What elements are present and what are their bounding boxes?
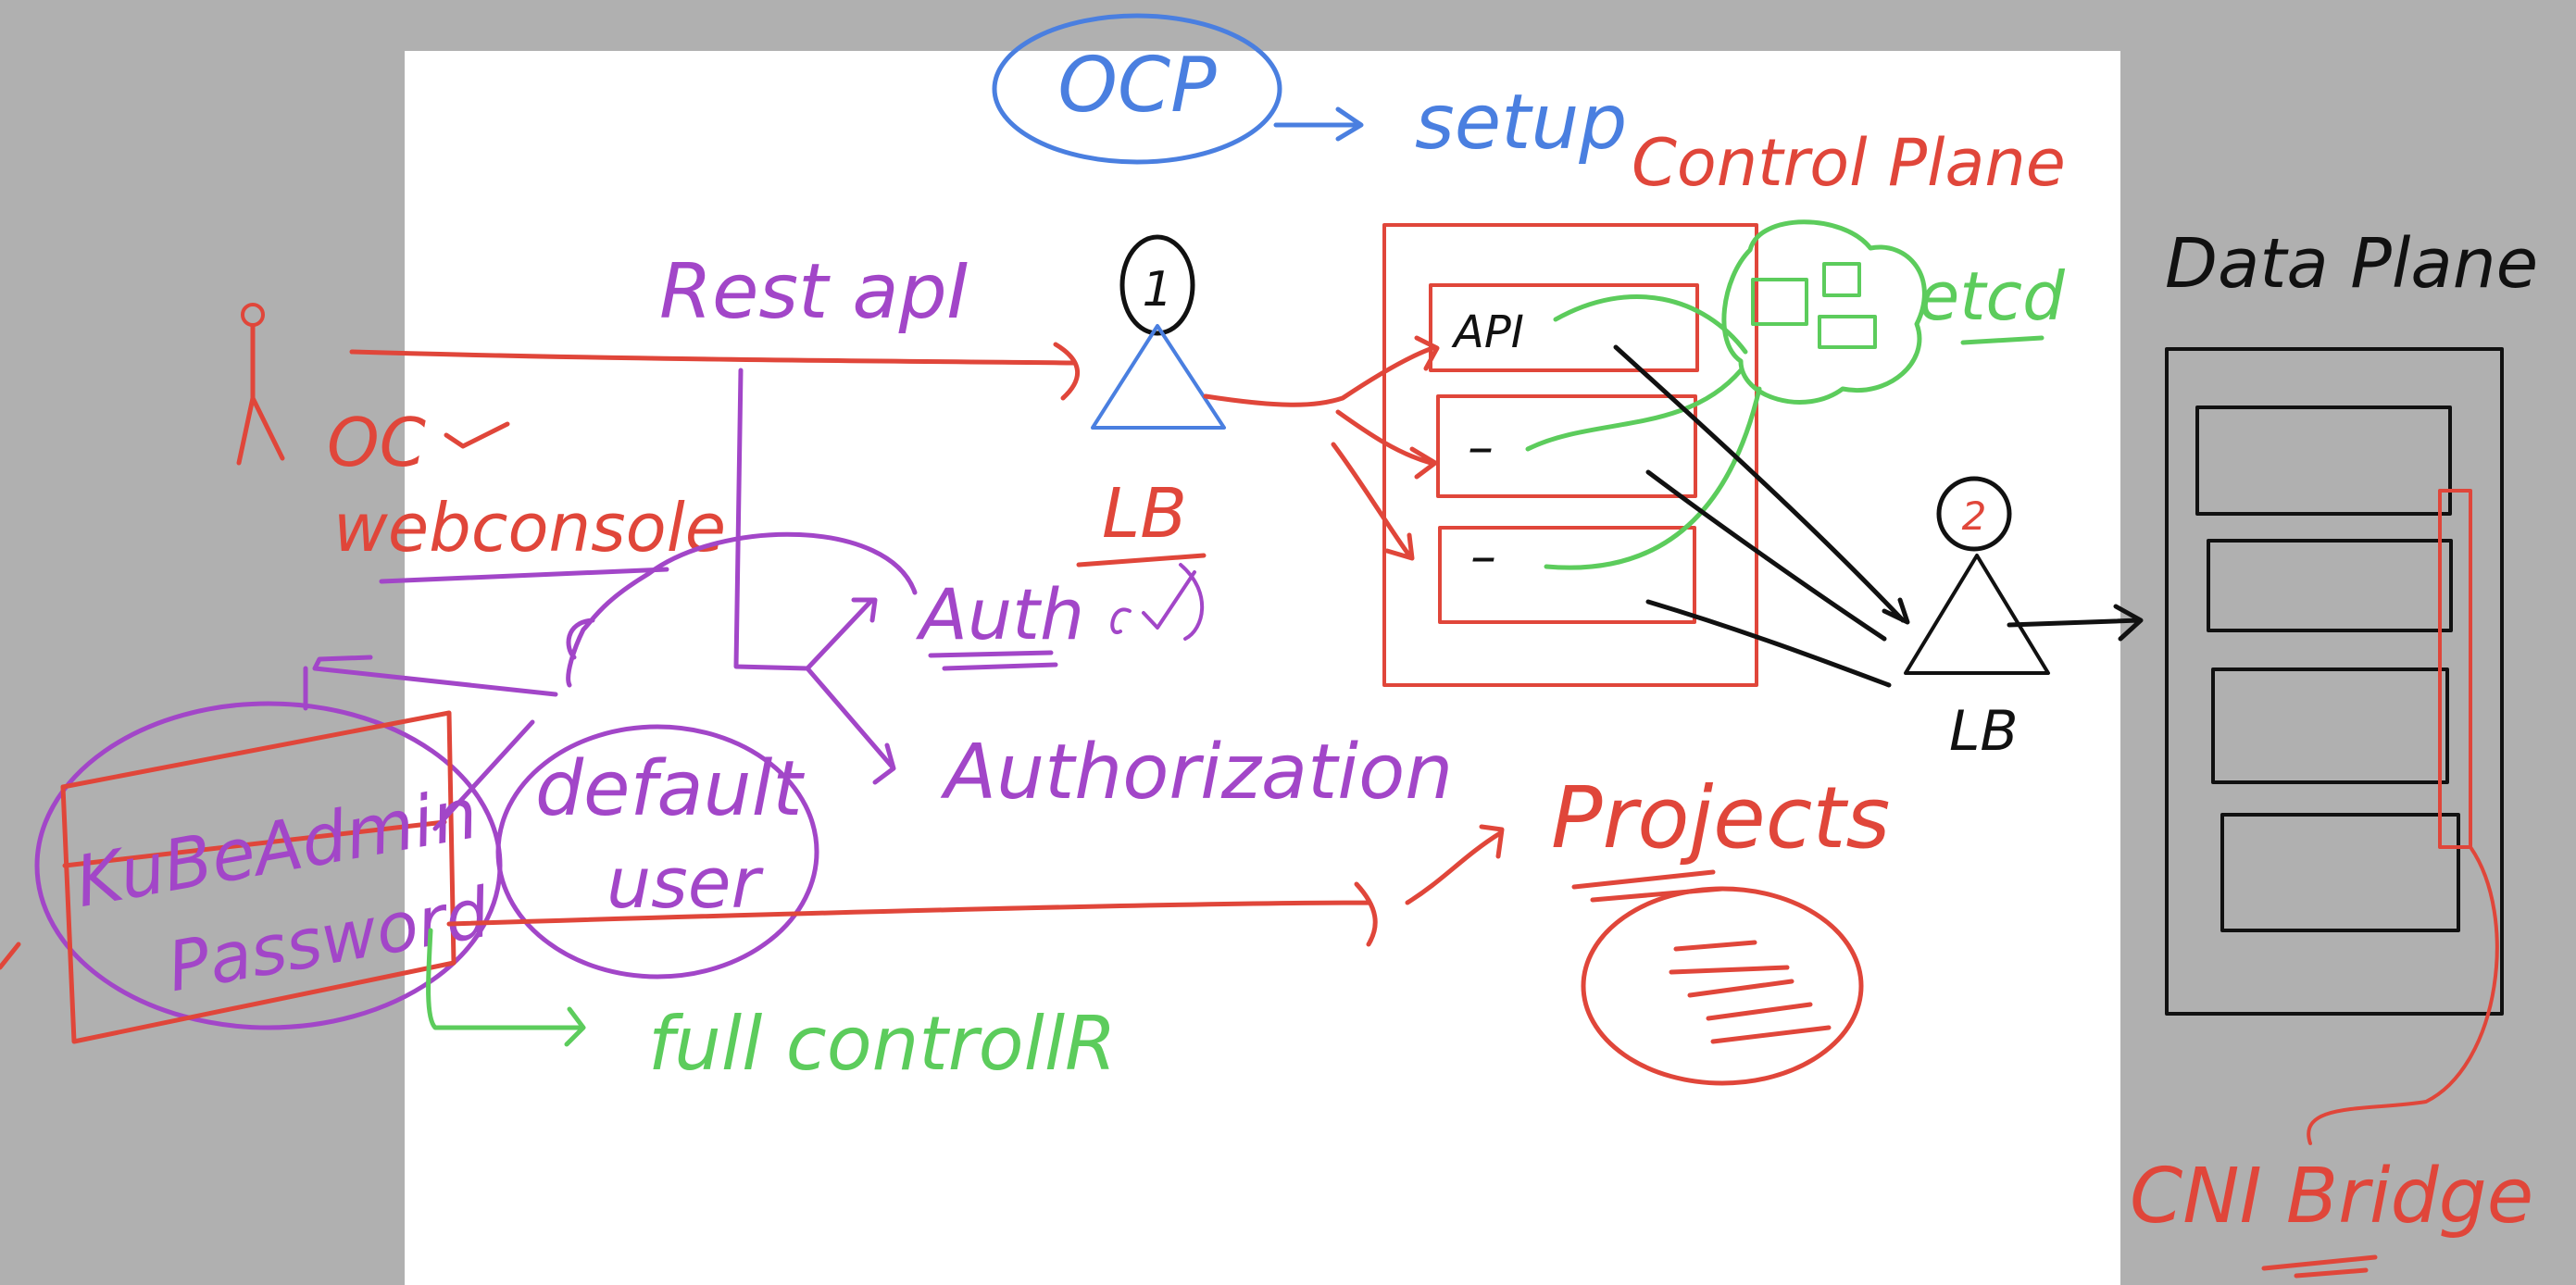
master-3-dash: – xyxy=(1470,527,1496,587)
webconsole-underline xyxy=(379,567,669,584)
setup-label: setup xyxy=(1415,79,1627,167)
masters-to-lb2-arrows xyxy=(1613,344,1910,688)
etcd-underline xyxy=(1960,335,2045,345)
projects-group: Projects xyxy=(1551,768,1890,1086)
kubeadmin-divider xyxy=(62,819,447,868)
lb1-number-circle xyxy=(1119,234,1195,336)
master-2-box xyxy=(1436,394,1697,498)
lb2-number: 2 xyxy=(1962,493,1987,539)
etcd-box-1 xyxy=(1751,278,1808,326)
authorization-label: Authorization xyxy=(940,729,1453,817)
kubeadmin-red-box xyxy=(60,710,456,1044)
control-plane-box-group: API – – xyxy=(1382,223,1758,687)
lb2-triangle xyxy=(1904,554,2050,675)
full-controller-arrow xyxy=(426,928,586,1047)
auth-to-user-curve xyxy=(566,531,918,688)
api-label: API xyxy=(1451,306,1524,358)
user-client-group: OC webconsole xyxy=(236,303,726,584)
load-balancer-1-group: 1 LB xyxy=(1076,234,1226,568)
load-balancer-2-group: 2 LB xyxy=(1613,344,2144,764)
lb1-underline xyxy=(1076,553,1207,568)
master-3-box xyxy=(1438,526,1696,624)
whiteboard-page xyxy=(405,51,2120,1285)
lb1-triangle xyxy=(1091,324,1226,430)
etcd-group: etcd xyxy=(1525,219,2066,570)
node-2 xyxy=(2207,539,2453,632)
kubeadmin-bracket xyxy=(303,655,558,711)
user-to-projects-arrow xyxy=(446,824,1505,947)
data-plane-label: Data Plane xyxy=(2165,224,2538,304)
node-3 xyxy=(2211,667,2449,784)
cni-bridge-connector xyxy=(2307,845,2499,1145)
control-plane-box xyxy=(1382,223,1758,687)
lb1-number: 1 xyxy=(1142,262,1172,318)
full-controller-label: full controllR xyxy=(648,1001,1117,1087)
etcd-box-2 xyxy=(1822,262,1861,297)
projects-label: Projects xyxy=(1551,768,1890,867)
user-label: user xyxy=(606,842,765,924)
etcd-box-3 xyxy=(1818,315,1877,349)
master-2-dash: – xyxy=(1468,418,1494,478)
user-stick-figure-icon xyxy=(236,323,285,466)
project-list-lines xyxy=(1669,940,1832,1044)
oc-label: OC xyxy=(327,404,427,481)
lb2-label: LB xyxy=(1949,699,2019,764)
rest-api-branch-line xyxy=(733,368,896,785)
user-tie-line xyxy=(432,719,535,831)
ocp-to-setup-arrow xyxy=(1273,106,1364,142)
cni-bridge-strip xyxy=(2438,489,2472,849)
rest-api-label: Rest apI xyxy=(659,248,969,336)
node-1 xyxy=(2195,405,2452,516)
lb2-number-circle xyxy=(1936,476,2012,552)
lb2-to-data-plane-arrow xyxy=(2007,604,2144,642)
data-plane-group: Data Plane CNI Bridge xyxy=(2130,224,2538,1279)
cni-underline xyxy=(2261,1254,2378,1279)
control-plane-label: Control Plane xyxy=(1632,125,2066,201)
lb1-label: LB xyxy=(1102,474,1187,554)
default-user-ellipse xyxy=(495,724,819,979)
client-to-lb1-arrow xyxy=(349,342,1080,401)
user-head-icon xyxy=(241,303,265,327)
auth-underline xyxy=(928,650,1058,671)
identity-group: KuBeAdmin Password default user full con… xyxy=(0,701,1505,1087)
node-4 xyxy=(2220,813,2460,932)
cni-bridge-label: CNI Bridge xyxy=(2130,1153,2533,1241)
kubeadmin-left-arrow xyxy=(0,942,21,970)
auth-label: Auth xyxy=(915,573,1084,655)
ocp-ellipse xyxy=(992,13,1282,165)
masters-to-etcd-links xyxy=(1525,293,1762,570)
ocp-title-group: OCP setup Control Plane xyxy=(992,13,2066,201)
default-label: default xyxy=(535,745,805,833)
data-plane-box xyxy=(2165,347,2504,1016)
oc-checkmark-icon xyxy=(444,421,510,449)
etcd-label: etcd xyxy=(1919,257,2066,335)
ocp-label: OCP xyxy=(1057,42,1217,130)
etcd-cloud xyxy=(1721,219,1927,405)
auth-check-icon xyxy=(1110,563,1205,641)
projects-ellipse xyxy=(1581,886,1864,1086)
webconsole-label: webconsole xyxy=(333,489,726,567)
master-1-box xyxy=(1429,283,1699,372)
